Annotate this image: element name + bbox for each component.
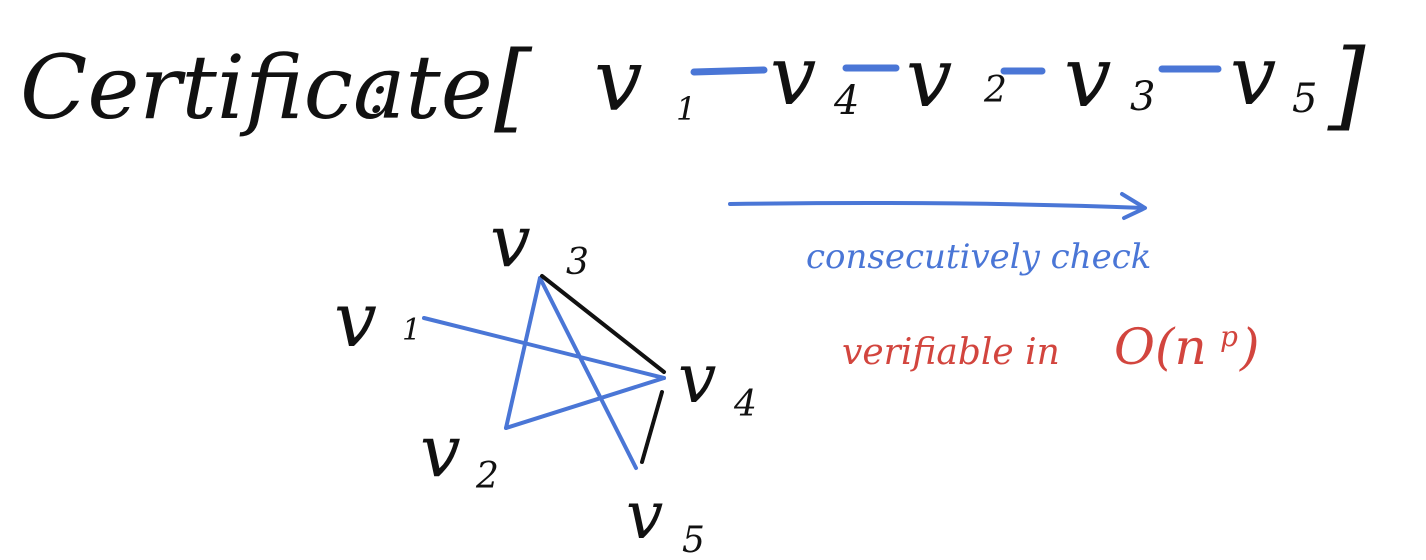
seq-item-v1: v 1: [594, 31, 696, 131]
seq-item-v3: v 3: [1064, 28, 1155, 126]
node-v4-base: v: [678, 340, 716, 419]
complexity-note: verifiable in O(n p ): [842, 318, 1260, 376]
close-bracket: ]: [1327, 29, 1366, 141]
node-v4-sub: 4: [733, 384, 757, 425]
seq-v1-sub: 1: [676, 90, 696, 128]
complexity-expr-close: ): [1239, 318, 1260, 376]
seq-v2-sub: 2: [983, 70, 1007, 111]
open-bracket: [: [494, 31, 533, 143]
node-v5-base: v: [626, 477, 663, 554]
seq-v2-base: v: [906, 31, 952, 126]
node-v2-sub: 2: [475, 456, 499, 497]
edge-v4-v5: [640, 390, 664, 464]
complexity-expr-base: O(n: [1114, 318, 1207, 376]
arrow-note: consecutively check: [806, 237, 1151, 277]
seq-item-v4: v 4: [770, 29, 859, 124]
seq-v3-sub: 3: [1130, 74, 1155, 120]
edge-v3-v5: [538, 276, 638, 470]
node-v5-sub: 5: [682, 520, 705, 560]
right-arrow-icon: [728, 192, 1147, 220]
seq-v5-sub: 5: [1292, 76, 1317, 122]
seq-item-v5: v 5: [1230, 29, 1317, 124]
graph-edges: [422, 274, 666, 470]
node-v3-sub: 3: [566, 242, 589, 283]
node-v1-base: v: [334, 275, 377, 364]
sequence-connectors: [690, 64, 1222, 76]
graph-node-v3: v 3: [490, 199, 589, 283]
node-v2-base: v: [420, 409, 461, 493]
seq-v3-base: v: [1064, 28, 1111, 126]
node-v1-sub: 1: [402, 313, 421, 348]
seq-v1-base: v: [594, 31, 643, 131]
node-v3-base: v: [490, 199, 531, 283]
graph-node-v2: v 2: [420, 409, 499, 497]
graph-node-v5: v 5: [626, 477, 705, 560]
seq-v4-base: v: [770, 29, 816, 124]
seq-item-v2: v 2: [906, 31, 1007, 126]
certificate-label: Certificate: [20, 36, 493, 139]
seq-v5-base: v: [1230, 29, 1276, 124]
edge-v2-v3: [504, 276, 542, 430]
connector-v1-v4: [690, 66, 768, 76]
edge-v4-v2: [504, 376, 666, 430]
graph-node-v1: v 1: [334, 275, 421, 364]
complexity-prefix: verifiable in: [842, 332, 1060, 373]
edge-v3-v4: [540, 274, 666, 374]
seq-v4-sub: 4: [833, 78, 859, 124]
graph-node-v4: v 4: [678, 340, 757, 425]
certificate-colon: :: [368, 57, 388, 127]
complexity-expr-exp: p: [1220, 320, 1238, 353]
edge-v1-v4: [422, 316, 666, 380]
